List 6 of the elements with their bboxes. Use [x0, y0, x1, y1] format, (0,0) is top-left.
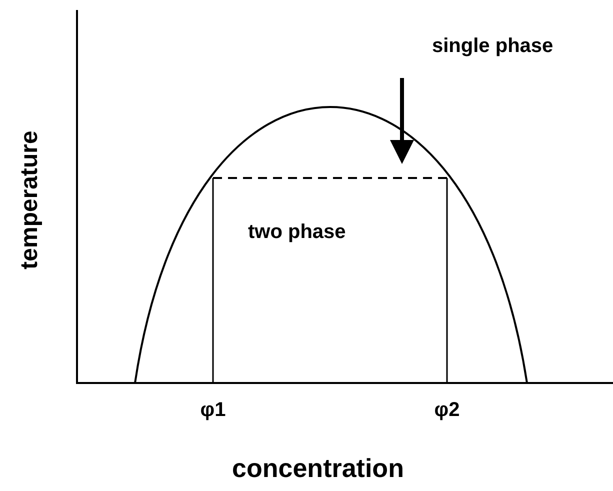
tick-label: φ1	[200, 400, 226, 420]
tick-label: φ2	[434, 400, 460, 420]
axis-title: concentration	[232, 455, 404, 481]
region-label: two phase	[248, 222, 346, 242]
region-label: single phase	[432, 36, 554, 56]
axis-title: temperature	[18, 130, 42, 270]
